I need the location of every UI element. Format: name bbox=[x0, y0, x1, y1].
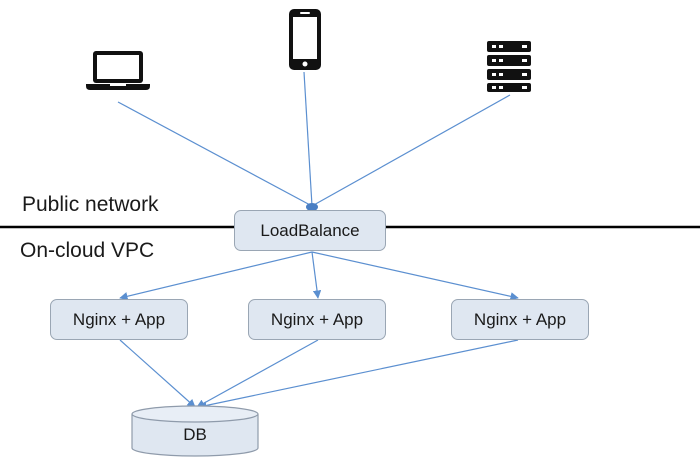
client-connectors bbox=[117, 71, 511, 207]
vpc-label: On-cloud VPC bbox=[20, 239, 155, 262]
server-rack-icon bbox=[487, 41, 531, 92]
smartphone-icon bbox=[289, 9, 321, 70]
lb-connection-point bbox=[306, 203, 318, 211]
app-node-2: Nginx + App bbox=[248, 299, 386, 340]
load-balancer-node: LoadBalance bbox=[234, 210, 386, 251]
connector-phone-to-lb bbox=[303, 71, 313, 207]
connector-lb-to-app-2 bbox=[311, 251, 322, 299]
database-cylinder bbox=[131, 405, 259, 457]
lb-connectors bbox=[119, 251, 519, 301]
connector-lb-to-app-3 bbox=[311, 251, 519, 301]
public-network-label: Public network bbox=[22, 193, 159, 216]
connector-app-3-to-db bbox=[198, 339, 519, 410]
app-node-1: Nginx + App bbox=[50, 299, 188, 340]
connector-app-2-to-db bbox=[196, 339, 319, 408]
laptop-icon bbox=[86, 51, 150, 90]
connector-lb-to-app-1 bbox=[119, 251, 313, 301]
database-label: DB bbox=[183, 425, 207, 444]
connector-laptop-to-lb bbox=[117, 101, 313, 207]
connector-server-to-lb bbox=[311, 94, 511, 207]
app-node-3: Nginx + App bbox=[451, 299, 589, 340]
db-connectors bbox=[119, 339, 519, 410]
connector-app-1-to-db bbox=[119, 339, 196, 408]
